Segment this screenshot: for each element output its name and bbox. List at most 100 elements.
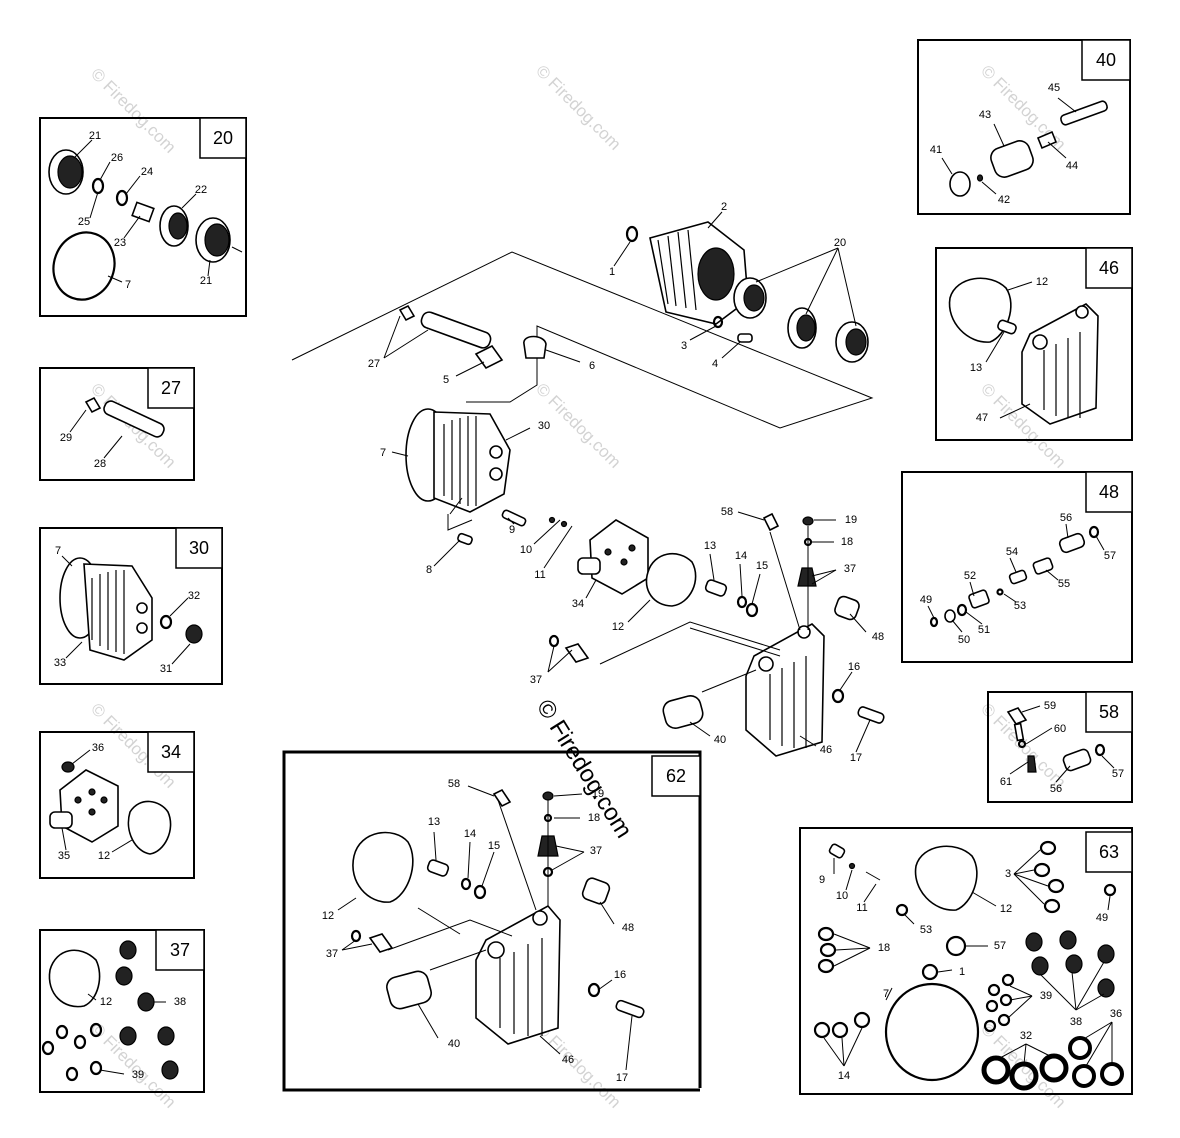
leader-lines <box>61 97 1115 1075</box>
callout-label: 30 <box>538 420 550 432</box>
callout-label: 47 <box>976 412 988 424</box>
callout-label: 14 <box>464 828 476 840</box>
callout-label: 13 <box>970 362 982 374</box>
callout-label: 56 <box>1050 783 1062 795</box>
callout-label: 40 <box>448 1038 460 1050</box>
inset-46: 46 <box>935 247 1133 441</box>
callout-label: 41 <box>930 144 942 156</box>
callout-label: 35 <box>58 850 70 862</box>
callout-label: 13 <box>704 540 716 552</box>
callout-label: 3 <box>1005 868 1011 880</box>
callout-label: 49 <box>1096 912 1108 924</box>
callout-label: 14 <box>838 1070 850 1082</box>
callout-label: 38 <box>1070 1016 1082 1028</box>
inset-48-parts <box>929 525 1100 628</box>
callout-label: 48 <box>622 922 634 934</box>
callout-label: 42 <box>998 194 1010 206</box>
callout-label: 6 <box>589 360 595 372</box>
callout-label: 14 <box>735 550 747 562</box>
inset-tag: 46 <box>1099 258 1119 278</box>
callout-label: 21 <box>200 275 212 287</box>
inset-46-parts <box>948 277 1099 425</box>
inset-40: 40 <box>917 39 1131 215</box>
callout-label: 7 <box>380 447 386 459</box>
callout-label: 15 <box>756 560 768 572</box>
inset-tag: 34 <box>161 742 181 762</box>
callout-label: 37 <box>844 563 856 575</box>
callout-label: 57 <box>1104 550 1116 562</box>
inset-tag: 63 <box>1099 842 1119 862</box>
callout-label: 32 <box>1020 1030 1032 1042</box>
callout-label: 46 <box>820 744 832 756</box>
callout-label: 9 <box>819 874 825 886</box>
inset-58-parts <box>1006 707 1106 773</box>
inset-63: 63 <box>799 827 1133 1095</box>
inset-62: 62 <box>282 750 702 1092</box>
callout-label: 12 <box>612 621 624 633</box>
callout-label: 21 <box>89 130 101 142</box>
callout-label: 56 <box>1060 512 1072 524</box>
callout-label: 43 <box>979 109 991 121</box>
callout-label: 53 <box>1014 600 1026 612</box>
inset-27: 27 <box>39 367 195 481</box>
inset-tag: 40 <box>1096 50 1116 70</box>
callout-label: 19 <box>592 788 604 800</box>
faint-watermarks: © Firedog.com © Firedog.com © Firedog.co… <box>87 61 1069 1111</box>
callout-label: 5 <box>443 374 449 386</box>
callout-label: 7 <box>883 988 889 1000</box>
watermark: © Firedog.com <box>532 1019 624 1111</box>
callout-label: 49 <box>920 594 932 606</box>
inset-40-parts <box>949 100 1108 197</box>
callout-label: 2 <box>721 201 727 213</box>
callout-label: 58 <box>448 778 460 790</box>
callout-label: 12 <box>1036 276 1048 288</box>
callout-label: 8 <box>426 564 432 576</box>
callout-label: 18 <box>588 812 600 824</box>
inset-20-parts <box>48 149 243 301</box>
callout-label: 50 <box>958 634 970 646</box>
callout-label: 23 <box>114 237 126 249</box>
callout-label: 1 <box>609 266 615 278</box>
callout-label: 46 <box>562 1054 574 1066</box>
inset-48: 48 <box>901 471 1133 663</box>
callout-label: 3 <box>681 340 687 352</box>
callout-label: 12 <box>1000 903 1012 915</box>
callout-label: 61 <box>1000 776 1012 788</box>
inset-tag: 30 <box>189 538 209 558</box>
callout-label: 17 <box>850 752 862 764</box>
inset-tag: 20 <box>213 128 233 148</box>
callout-label: 4 <box>712 358 718 370</box>
callout-label: 59 <box>1044 700 1056 712</box>
inset-tag: 37 <box>170 940 190 960</box>
callout-label: 29 <box>60 432 72 444</box>
callout-label: 10 <box>836 890 848 902</box>
callout-label: 16 <box>848 661 860 673</box>
callout-label: 36 <box>1110 1008 1122 1020</box>
inset-tag: 48 <box>1099 482 1119 502</box>
callout-label: 40 <box>714 734 726 746</box>
inset-34-parts <box>49 761 172 855</box>
inset-37: 37 <box>39 929 205 1093</box>
callout-label: 31 <box>160 663 172 675</box>
callout-label: 22 <box>195 184 207 196</box>
callout-label: 10 <box>520 544 532 556</box>
inset-62-parts <box>350 788 645 1045</box>
watermark: © Firedog.com <box>532 61 624 153</box>
callout-label: 58 <box>721 506 733 518</box>
callout-label: 39 <box>132 1069 144 1081</box>
callout-label: 24 <box>141 166 153 178</box>
callout-label: 36 <box>92 742 104 754</box>
inset-30: 30 <box>39 527 223 685</box>
callout-label: 55 <box>1058 578 1070 590</box>
callout-label: 11 <box>534 569 545 581</box>
inset-63-parts <box>813 840 1124 1091</box>
callout-label: 60 <box>1054 723 1066 735</box>
callout-label: 33 <box>54 657 66 669</box>
callout-label: 38 <box>174 996 186 1008</box>
callout-label: 51 <box>978 624 990 636</box>
callout-label: 1 <box>959 966 965 978</box>
callout-label: 37 <box>326 948 338 960</box>
callout-label: 12 <box>322 910 334 922</box>
callout-label: 37 <box>530 674 542 686</box>
upper-assembly <box>291 221 874 595</box>
